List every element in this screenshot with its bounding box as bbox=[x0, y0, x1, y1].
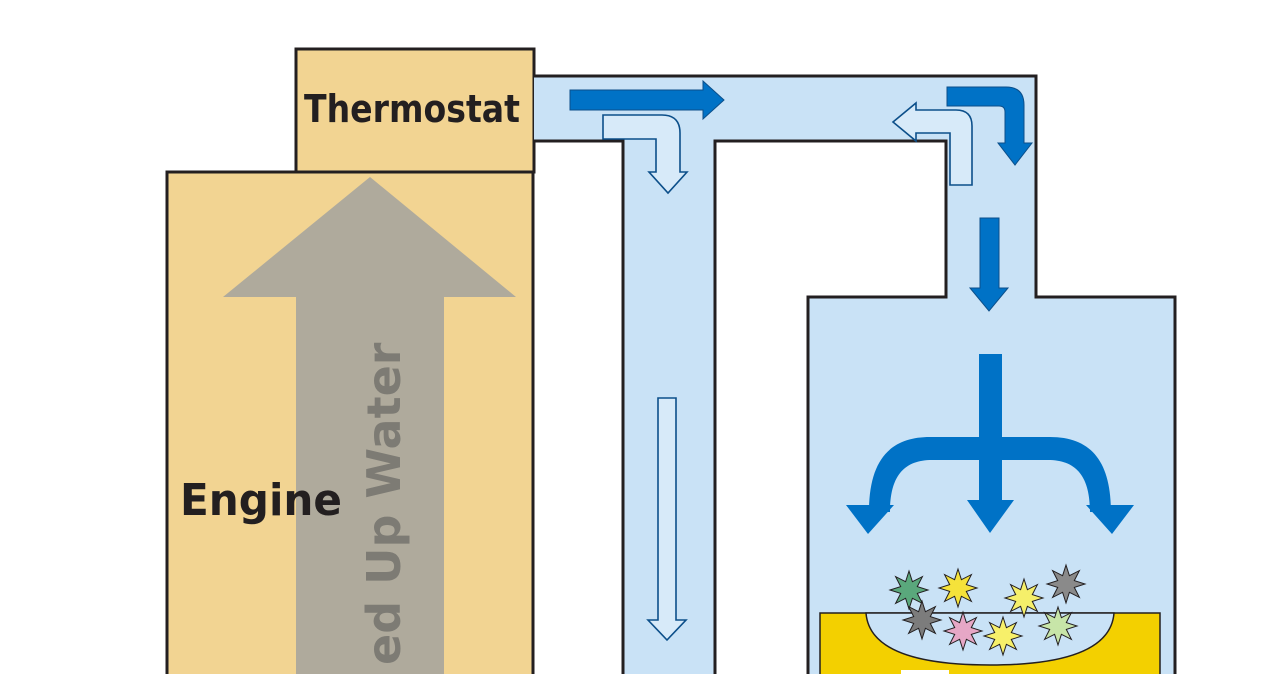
flow-arrow-bend-down bbox=[946, 86, 1034, 166]
spray-arrows bbox=[846, 354, 1134, 534]
heated-water-arrow bbox=[223, 177, 516, 674]
heated-water-label: ed Up Water bbox=[357, 342, 411, 665]
tray-marker bbox=[901, 670, 949, 674]
flow-arrow-right bbox=[569, 79, 725, 121]
flow-arrow-down bbox=[968, 217, 1010, 312]
sparkle-group bbox=[888, 563, 1087, 657]
sparkle-icon bbox=[1037, 605, 1079, 647]
sparkle-icon bbox=[901, 599, 943, 641]
thermostat-label: Thermostat bbox=[304, 87, 520, 131]
sparkle-icon bbox=[937, 567, 979, 609]
coolant-pipe bbox=[534, 74, 1177, 674]
engine-label: Engine bbox=[180, 475, 342, 526]
sparkle-icon bbox=[888, 569, 930, 611]
flow-arrow-bend-down-light bbox=[602, 114, 689, 195]
sparkle-icon bbox=[1045, 563, 1087, 605]
thermostat-box bbox=[294, 47, 536, 174]
flow-arrow-bend-left-light bbox=[891, 101, 973, 186]
sparkle-icon bbox=[1003, 577, 1045, 619]
sparkle-icon bbox=[942, 610, 984, 652]
return-flow-arrow bbox=[646, 397, 688, 642]
sparkle-icon bbox=[982, 615, 1024, 657]
